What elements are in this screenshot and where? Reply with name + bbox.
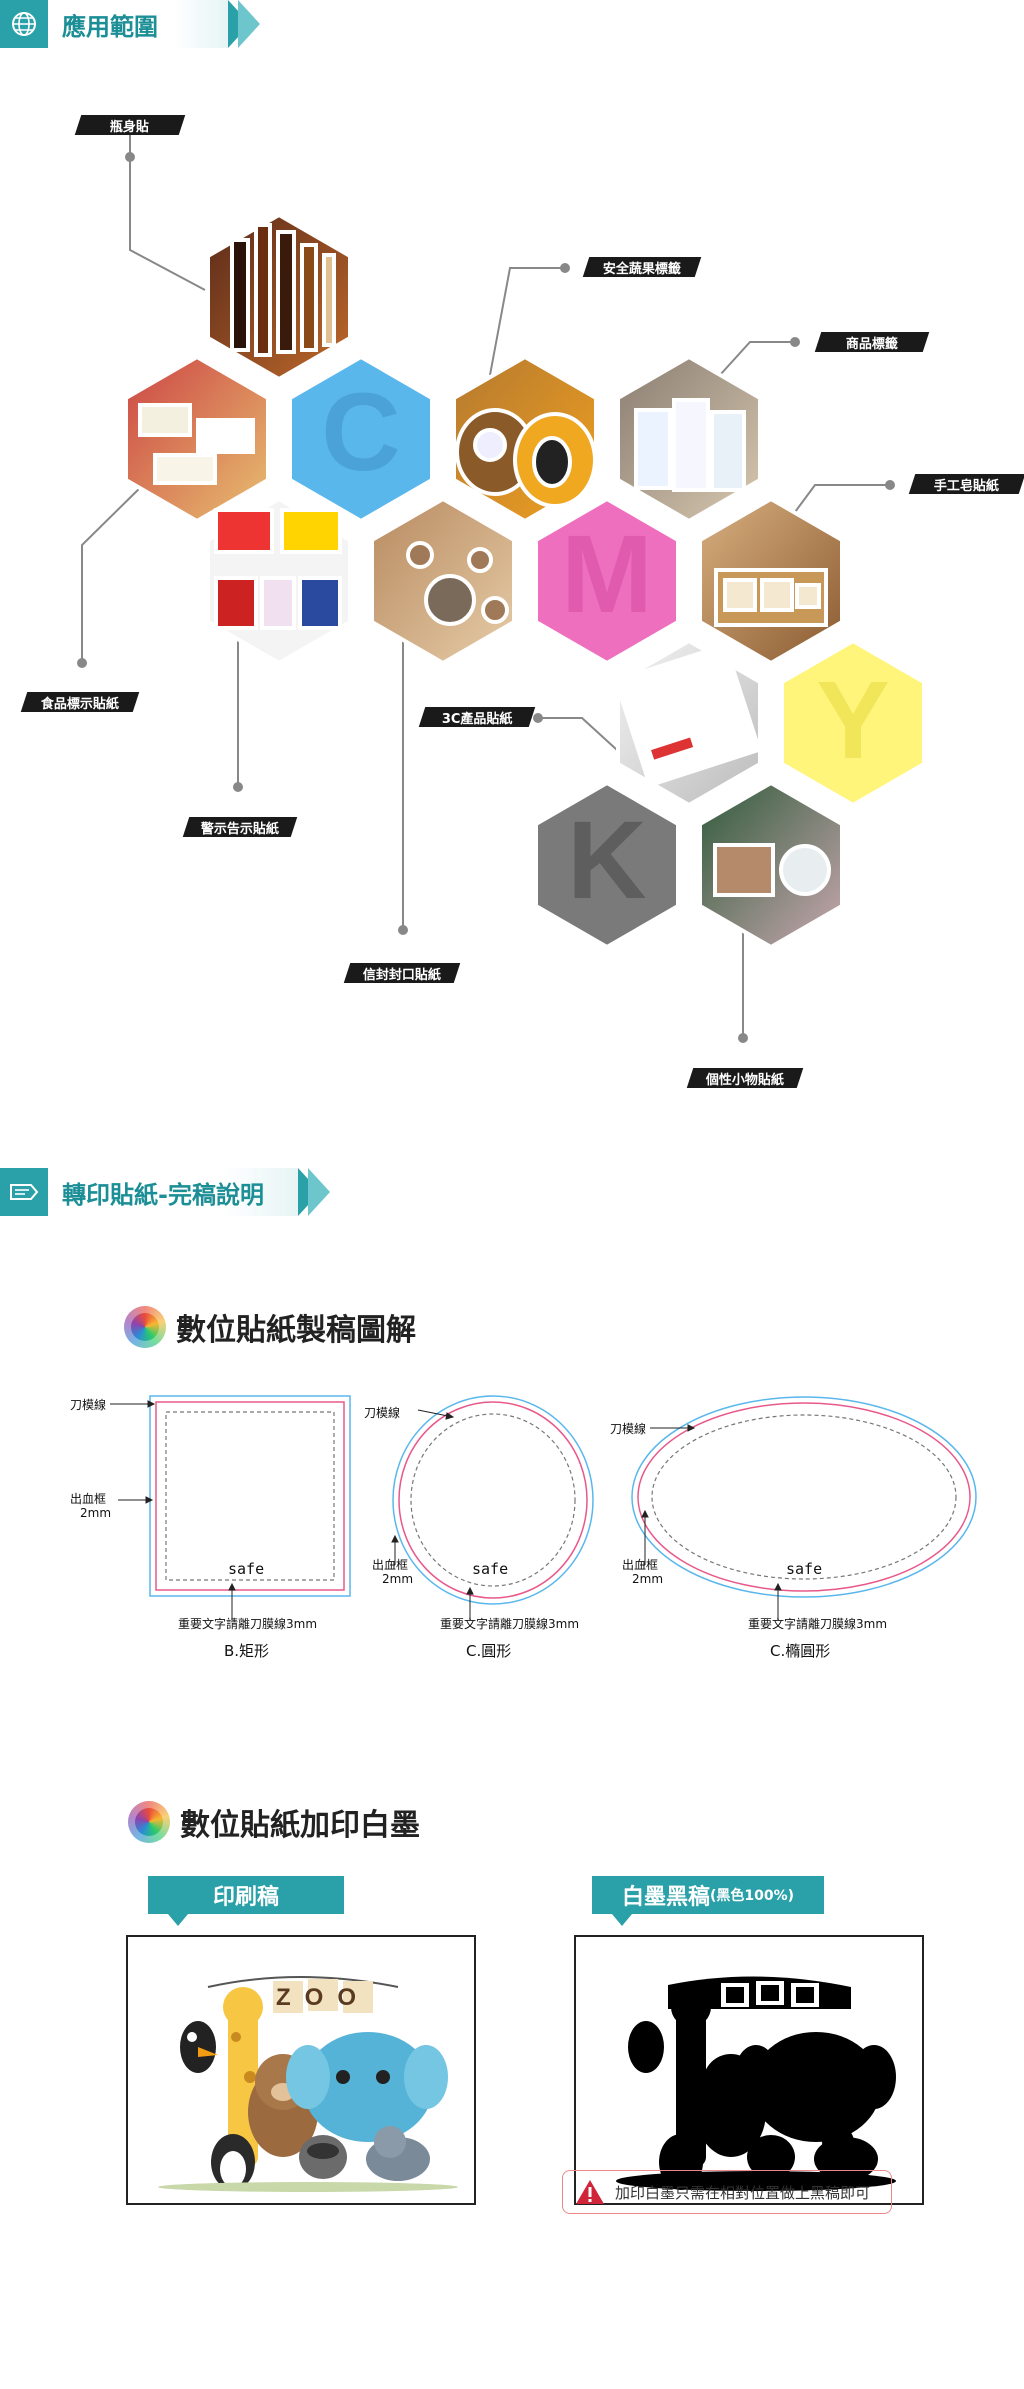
- application-hex-diagram: C M Y K: [77, 125, 926, 1043]
- white-ink-heading: 數位貼紙加印白墨: [128, 1800, 420, 1844]
- zoo-color-illustration: ZOO: [158, 1976, 458, 2192]
- tag-soap: 手工皂貼紙: [908, 474, 1024, 494]
- hex-black: [534, 780, 680, 950]
- white-ink-notice: 加印白墨只需在相對位置做上黑稿即可: [562, 2170, 892, 2214]
- white-draft-label: 白墨黑稿: [621, 1885, 710, 1910]
- white-ink-title: 數位貼紙加印白墨: [180, 1808, 420, 1843]
- cmyk-y: Y: [816, 659, 889, 782]
- section-header-transfer: 轉印貼紙-完稿說明: [0, 1168, 330, 1216]
- cmyk-k: K: [567, 799, 646, 922]
- color-wheel-icon: [124, 1306, 166, 1348]
- important-text-ellipse: 重要文字請離刀膜線3mm: [748, 1617, 888, 1631]
- bleed-size-rect: 2mm: [80, 1506, 112, 1520]
- print-draft-frame: ZOO: [126, 1935, 476, 2205]
- tag-bottle: 瓶身貼: [74, 115, 186, 135]
- zoo-sign-text: ZOO: [276, 1984, 370, 2011]
- zoo-silhouette-illustration: [616, 1976, 896, 2191]
- notice-text: 加印白墨只需在相對位置做上黑稿即可: [615, 2183, 871, 2202]
- diagram-title: 數位貼紙製稿圖解: [176, 1313, 416, 1348]
- ellipse-caption: C.橢圓形: [770, 1642, 831, 1660]
- hex-cyan: [288, 354, 434, 524]
- hex-personal: [698, 780, 844, 950]
- important-text-circle: 重要文字請離刀膜線3mm: [440, 1617, 580, 1631]
- section-header-apply: 應用範圍: [0, 0, 260, 48]
- rect-caption: B.矩形: [224, 1642, 270, 1660]
- hex-product: [616, 354, 762, 524]
- header-arrow: [238, 0, 260, 48]
- tag-food: 食品標示貼紙: [20, 692, 140, 712]
- hex-envelope: [370, 496, 516, 666]
- tag-product: 商品標籤: [814, 332, 930, 352]
- hex-warning: [206, 496, 352, 666]
- hex-magenta: [534, 496, 680, 666]
- knife-line-label-circle: 刀模線: [364, 1406, 401, 1420]
- section-title-apply: 應用範圍: [48, 0, 228, 48]
- white-draft-tab: 白墨黑稿 (黑色100%): [592, 1876, 824, 1926]
- tag-envelope: 信封封口貼紙: [343, 963, 461, 983]
- tag-electronics: 3C產品貼紙: [418, 707, 536, 727]
- hex-food: [124, 354, 270, 524]
- tag-personal: 個性小物貼紙: [686, 1068, 804, 1088]
- warning-icon: [576, 2180, 604, 2204]
- hex-fruit: [452, 354, 598, 524]
- cmyk-m: M: [561, 513, 653, 636]
- connector-lines: [81, 125, 890, 1038]
- safe-label-circle: safe: [472, 1560, 509, 1578]
- print-draft-tab: 印刷稿: [148, 1876, 344, 1926]
- tag-safety-fruit: 安全蔬果標籤: [582, 257, 702, 277]
- hex-yellow: [780, 638, 926, 808]
- bleed-label-circle: 出血框: [372, 1558, 409, 1572]
- safe-label-rect: safe: [228, 1560, 265, 1578]
- diagram-heading: 數位貼紙製稿圖解: [124, 1305, 416, 1349]
- bleed-label-ellipse: 出血框: [622, 1558, 659, 1572]
- hex-bottle: [206, 212, 352, 382]
- important-text-rect: 重要文字請離刀膜線3mm: [178, 1617, 318, 1631]
- safe-label-ellipse: safe: [786, 1560, 823, 1578]
- section-title-transfer: 轉印貼紙-完稿說明: [48, 1168, 298, 1216]
- knife-line-label-rect: 刀模線: [70, 1398, 107, 1412]
- circle-caption: C.圓形: [466, 1642, 512, 1660]
- hex-soap: [698, 496, 844, 666]
- color-wheel-icon: [128, 1801, 170, 1843]
- shape-diagram: [110, 1395, 977, 1620]
- hex-3c: [613, 638, 762, 808]
- header-arrow: [308, 1168, 330, 1216]
- tag-warning: 警示告示貼紙: [182, 817, 298, 837]
- cmyk-c: C: [321, 371, 400, 494]
- bleed-label-rect: 出血框: [70, 1492, 107, 1506]
- bleed-size-circle: 2mm: [382, 1572, 414, 1586]
- white-draft-sublabel: (黑色100%): [709, 1888, 795, 1904]
- globe-icon: [0, 0, 48, 48]
- white-ink-frame: [574, 1935, 924, 2205]
- knife-line-label-ellipse: 刀模線: [610, 1422, 647, 1436]
- bleed-size-ellipse: 2mm: [632, 1572, 664, 1586]
- sticker-icon: [0, 1168, 48, 1216]
